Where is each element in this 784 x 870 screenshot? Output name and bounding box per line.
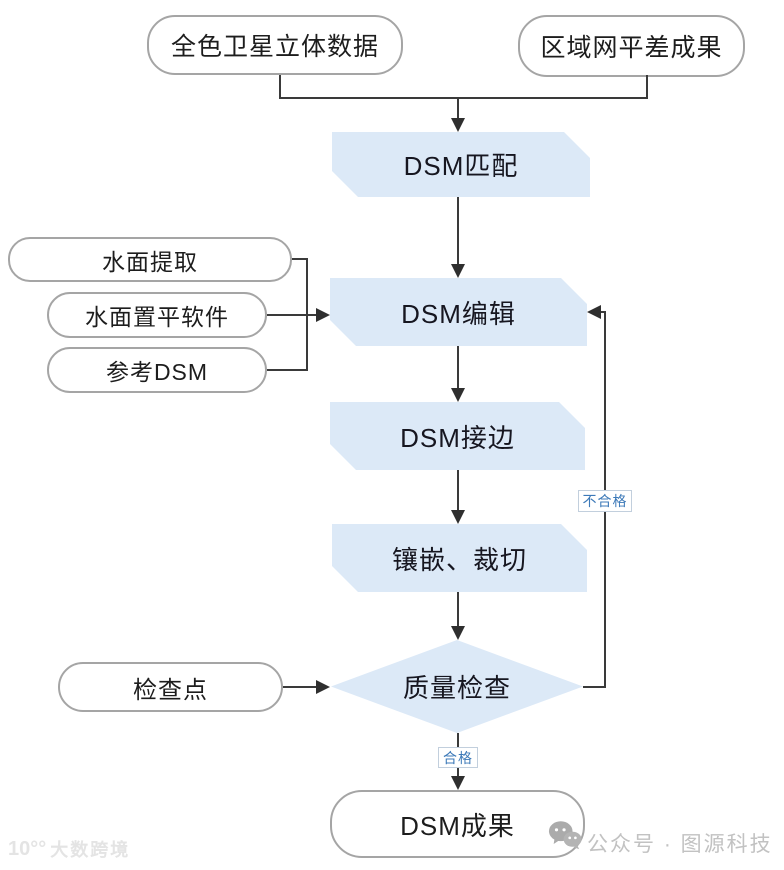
node-mosaic-clipping: 镶嵌、裁切 [332, 524, 587, 592]
connector-checkpoint-to-check [283, 686, 318, 688]
connector-aux-to-edit [267, 314, 318, 316]
node-dsm-result: DSM成果 [330, 790, 585, 858]
connector-mosaic-to-check [457, 592, 459, 628]
wechat-icon [548, 821, 582, 850]
connector-edit-to-edge [457, 346, 459, 390]
arrowhead-to-dsm-match [451, 118, 465, 132]
edge-label-fail: 不合格 [578, 490, 632, 512]
watermark-brand: 大数跨境 [50, 840, 131, 860]
connector-left-source-drop [279, 75, 281, 99]
connector-water-extract-branch [292, 258, 308, 260]
node-quality-check: 质量检查 [331, 640, 583, 733]
arrowhead-checkpoint-to-check [316, 680, 330, 694]
connector-edge-to-mosaic [457, 470, 459, 512]
connector-fail-in [599, 311, 606, 313]
connector-right-source-drop [646, 75, 648, 99]
connector-to-dsm-match [457, 97, 459, 120]
arrowhead-edge-to-mosaic [451, 510, 465, 524]
node-dsm-editing: DSM编辑 [330, 278, 587, 346]
arrowhead-pass-to-result [451, 776, 465, 790]
watermark-logo: 10°° [8, 837, 47, 860]
arrowhead-mosaic-to-check [451, 626, 465, 640]
connector-fail-out [583, 686, 606, 688]
node-water-leveling-software: 水面置平软件 [47, 292, 267, 338]
node-water-surface-extraction: 水面提取 [8, 237, 292, 282]
edge-label-pass: 合格 [438, 747, 478, 768]
connector-source-join [279, 97, 648, 99]
node-pan-satellite-stereo-data: 全色卫星立体数据 [147, 15, 403, 75]
node-check-points: 检查点 [58, 662, 283, 712]
connector-match-to-edit [457, 197, 459, 265]
watermark: 10°° 大数跨境 [8, 836, 130, 862]
node-dsm-edge-matching: DSM接边 [330, 402, 585, 470]
node-block-adjustment-result: 区域网平差成果 [518, 15, 745, 77]
arrowhead-match-to-edit [451, 264, 465, 278]
arrowhead-aux-to-edit [316, 308, 330, 322]
connector-reference-dsm-branch [267, 369, 308, 371]
arrowhead-edit-to-edge [451, 388, 465, 402]
node-reference-dsm: 参考DSM [47, 347, 267, 393]
node-dsm-matching: DSM匹配 [332, 132, 590, 197]
footer-credit: 公众号 · 图源科技 [587, 833, 773, 856]
arrowhead-fail-to-edit [587, 305, 601, 319]
